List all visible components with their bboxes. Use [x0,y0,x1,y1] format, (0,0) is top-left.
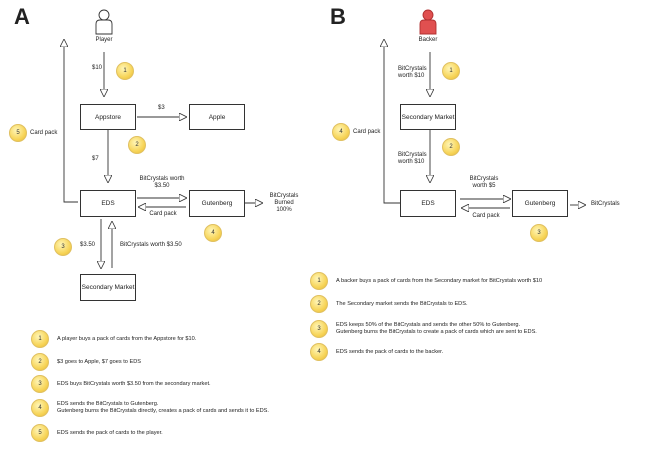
actor-backer-label: Backer [418,37,438,43]
step-badge: 4 [310,343,328,361]
step-badge: 5 [9,124,27,142]
legend-item: 3 EDS keeps 50% of the BitCrystals and s… [310,320,537,338]
box-eds: EDS [80,190,136,217]
person-outline-icon [95,9,113,35]
label-card-pack-small: Card pack [472,213,500,219]
step-badge: 4 [332,123,350,141]
step-badge: 2 [31,353,49,371]
step-badge: 3 [54,238,72,256]
label-three-fifty: $3.50 [80,242,96,248]
label-ten-dollars: $10 [92,65,103,71]
step-badge: 3 [310,320,328,338]
step-badge: 1 [116,62,134,80]
panel-a-letter: A [14,4,30,29]
legend-item: 2 The Secondary market sends the BitCrys… [310,295,468,313]
label-three-dollars: $3 [158,105,165,111]
box-eds: EDS [400,190,456,217]
step-badge: 1 [31,330,49,348]
box-secondary-market: Secondary Market [80,274,136,301]
legend-text: A player buys a pack of cards from the A… [57,335,197,342]
label-card-pack-side: Card pack [353,129,381,135]
box-secondary-market: Secondary Market [400,104,456,130]
box-gutenberg: Gutenberg [512,190,568,217]
legend-item: 3 EDS buys BitCrystals worth $3.50 from … [31,375,211,393]
legend-item: 5 EDS sends the pack of cards to the pla… [31,424,163,442]
legend-text: $3 goes to Apple, $7 goes to EDS [57,358,141,365]
step-badge: 3 [530,224,548,242]
legend-item: 1 A player buys a pack of cards from the… [31,330,196,348]
label-card-pack-small: Card pack [149,211,177,217]
step-badge: 5 [31,424,49,442]
legend-item: 4 EDS sends the pack of cards to the bac… [310,343,443,361]
label-card-pack-side: Card pack [30,130,58,136]
panel-b-letter: B [330,4,346,29]
step-badge: 2 [310,295,328,313]
label-bitcrystals-worth: BitCrystals worth$3.50 [139,176,185,189]
legend-item: 2 $3 goes to Apple, $7 goes to EDS [31,353,141,371]
step-badge: 4 [31,399,49,417]
label-seven-dollars: $7 [92,156,99,162]
step-badge: 1 [442,62,460,80]
step-badge: 4 [204,224,222,242]
legend-text: A backer buys a pack of cards from the S… [336,277,543,284]
legend-text: EDS sends the pack of cards to the backe… [336,348,444,355]
legend-text: The Secondary market sends the BitCrysta… [336,300,468,307]
step-badge: 2 [442,138,460,156]
actor-player-label: Player [95,37,113,43]
legend-text: EDS sends the BitCrystals to Gutenberg.G… [57,401,269,414]
person-red-icon [419,9,437,35]
box-apple: Apple [189,104,245,130]
legend-text: EDS keeps 50% of the BitCrystals and sen… [336,322,537,335]
legend-item: 1 A backer buys a pack of cards from the… [310,272,542,290]
legend-text: EDS sends the pack of cards to the playe… [57,429,163,436]
step-badge: 2 [128,136,146,154]
box-gutenberg: Gutenberg [189,190,245,217]
legend-text: EDS buys BitCrystals worth $3.50 from th… [57,380,211,387]
legend-item: 4 EDS sends the BitCrystals to Gutenberg… [31,399,269,417]
step-badge: 3 [31,375,49,393]
box-appstore: Appstore [80,104,136,130]
arrow-card-pack-to-player [64,40,78,203]
label-bitcrystals-out: BitCrystals [591,201,620,207]
step-badge: 1 [310,272,328,290]
arrow-card-pack-to-backer [384,40,400,204]
label-bitcrystals-worth-350: BitCrystals worth $3.50 [120,242,182,248]
